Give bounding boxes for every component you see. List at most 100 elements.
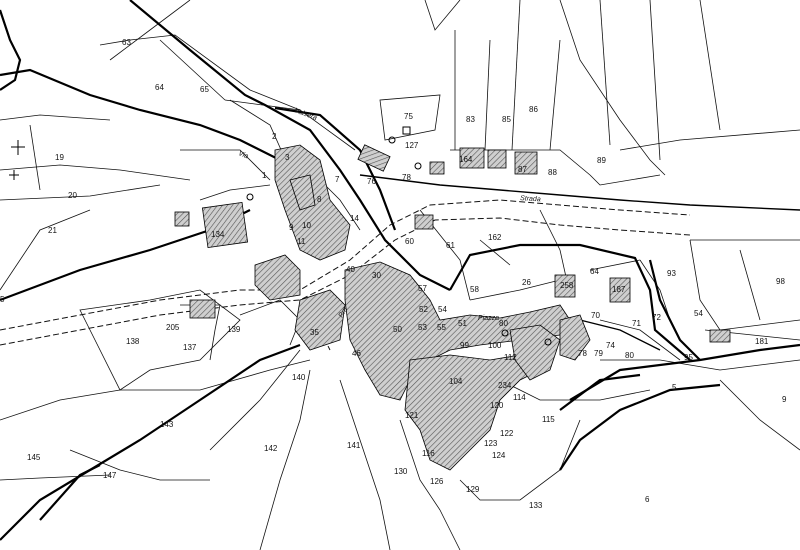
parcel-number: 72 <box>652 313 661 322</box>
parcel-number: 130 <box>394 467 408 476</box>
parcel-number: 145 <box>27 453 41 462</box>
parcel-number: 19 <box>55 153 64 162</box>
parcel-number: 64 <box>590 267 599 276</box>
parcel-number: 87 <box>518 165 527 174</box>
main-road-edges <box>359 174 800 351</box>
parcel-number: 35 <box>310 328 319 337</box>
parcel-number: 143 <box>160 420 174 429</box>
parcel-number: 181 <box>755 337 769 346</box>
parcel-number: 88 <box>548 168 557 177</box>
parcel-number: 123 <box>484 439 498 448</box>
parcel-number: 116 <box>422 449 435 458</box>
parcel-number: 5 <box>672 383 677 392</box>
parcel-number: 21 <box>48 226 57 235</box>
buildings <box>174 144 731 471</box>
parcel-number: 10 <box>302 221 311 230</box>
parcel-number: 124 <box>492 451 506 460</box>
parcel-number: 8 <box>317 195 322 204</box>
parcel-number: 133 <box>529 501 543 510</box>
parcel-number: 83 <box>466 115 475 124</box>
road-label-valsera: Valsera <box>293 107 318 122</box>
parcel-number: 122 <box>500 429 514 438</box>
parcel-number: 60 <box>405 237 414 246</box>
parcel-number: 104 <box>449 377 463 386</box>
parcel-number: 80 <box>499 319 508 328</box>
parcel-number: 46 <box>352 349 361 358</box>
parcel-number: 50 <box>393 325 402 334</box>
parcel-number: 54 <box>694 309 703 318</box>
parcel-number: 86 <box>529 105 538 114</box>
parcel-number: 51 <box>458 319 467 328</box>
parcel-number: 164 <box>459 155 473 164</box>
parcel-number: 5 <box>0 295 5 304</box>
parcel-number: 89 <box>597 156 606 165</box>
parcel-number: 162 <box>488 233 502 242</box>
road-label-strada: Strada <box>520 195 541 203</box>
parcel-number: 76 <box>367 177 376 186</box>
parcel-number: 6 <box>645 495 650 504</box>
parcel-number: 126 <box>430 477 444 486</box>
parcel-number: 20 <box>68 191 77 200</box>
parcel-number: 129 <box>466 485 480 494</box>
parcel-number: 14 <box>350 214 359 223</box>
parcel-number: 64 <box>155 83 164 92</box>
parcel-number: 65 <box>200 85 209 94</box>
parcel-number: 9 <box>782 395 787 404</box>
parcel-number: 100 <box>488 341 502 350</box>
parcel-number: 187 <box>612 285 626 294</box>
parcel-number: 147 <box>103 471 117 480</box>
parcel-number: 7 <box>335 175 340 184</box>
parcel-labels: 63 64 65 19 20 21 5 2 1 3 7 8 9 10 11 14… <box>0 38 787 510</box>
parcel-number: 80 <box>625 351 634 360</box>
parcel-number: 258 <box>560 281 574 290</box>
road-label-piazza: Piazza <box>478 315 499 322</box>
parcel-number: 40 <box>346 265 355 274</box>
parcel-number: 78 <box>578 349 587 358</box>
parcel-number: 85 <box>502 115 511 124</box>
parcel-number: 3 <box>285 153 290 162</box>
parcel-number: 114 <box>513 393 526 402</box>
parcel-number: 70 <box>591 311 600 320</box>
parcel-number: 127 <box>405 141 419 150</box>
parcel-number: 61 <box>446 241 455 250</box>
parcel-number: 141 <box>347 441 361 450</box>
parcel-number: 121 <box>405 411 419 420</box>
parcel-number: 78 <box>402 173 411 182</box>
parcel-number: 57 <box>418 284 427 293</box>
parcel-number: 140 <box>292 373 306 382</box>
parcel-number: 234 <box>498 381 512 390</box>
parcel-number: 138 <box>126 337 140 346</box>
parcel-number: 26 <box>522 278 531 287</box>
parcel-number: 205 <box>166 323 180 332</box>
parcel-number: 9 <box>289 223 294 232</box>
parcel-number: 99 <box>460 341 469 350</box>
parcel-number: 142 <box>264 444 278 453</box>
parcel-number: 74 <box>606 341 615 350</box>
parcel-number: 75 <box>404 112 413 121</box>
parcel-number: 139 <box>227 325 241 334</box>
parcel-number: 93 <box>667 269 676 278</box>
road-label-prn: Prn <box>338 306 350 319</box>
parcel-number: 30 <box>372 271 381 280</box>
road-label-via: Via <box>237 150 249 160</box>
symbols <box>9 126 552 346</box>
parcel-number: 52 <box>419 305 428 314</box>
parcel-number: 115 <box>542 415 555 424</box>
parcel-number: 54 <box>438 305 447 314</box>
parcel-number: 1 <box>262 171 267 180</box>
parcel-number: 55 <box>437 323 446 332</box>
parcel-number: 95 <box>684 353 693 362</box>
parcel-number: 98 <box>776 277 785 286</box>
parcel-number: 120 <box>490 401 504 410</box>
parcel-number: 11 <box>297 237 306 246</box>
parcel-number: 58 <box>470 285 479 294</box>
parcel-number: 63 <box>122 38 131 47</box>
parcel-number: 79 <box>594 349 603 358</box>
parcel-number: 71 <box>632 319 641 328</box>
parcel-number: 137 <box>183 343 197 352</box>
parcel-number: 134 <box>211 230 225 239</box>
